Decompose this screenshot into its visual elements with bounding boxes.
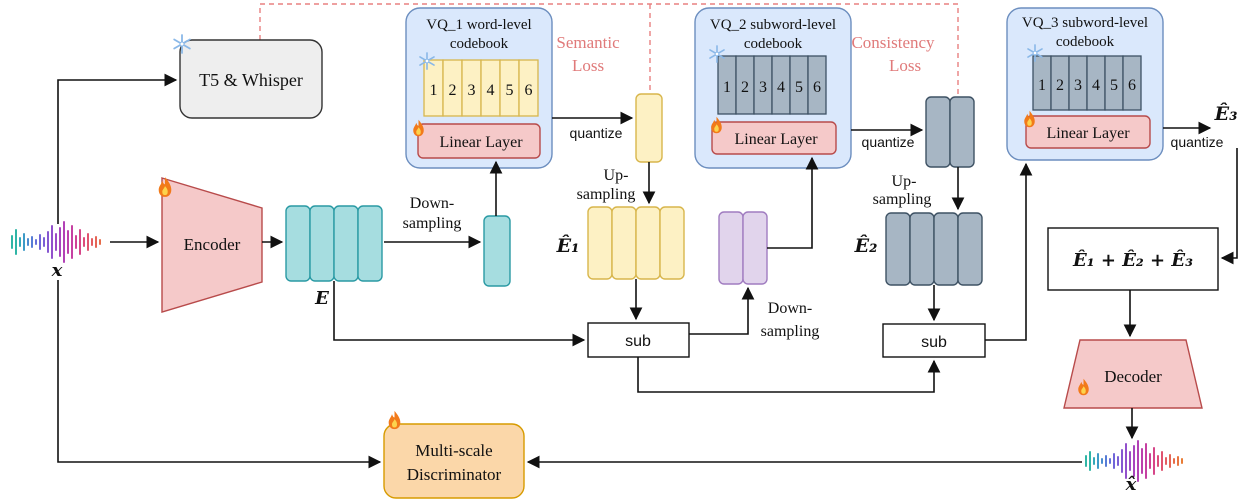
E1-hat-label: Ê₁: [556, 234, 580, 257]
E2-hat-label: Ê₂: [854, 234, 878, 257]
svg-text:1: 1: [430, 82, 438, 99]
E2-hat-embedding: [885, 212, 983, 286]
quantized-2: [925, 96, 975, 168]
downsampling-label-1a: Down-: [410, 195, 454, 212]
upsampling-label-2a: Up-: [892, 173, 917, 190]
svg-text:2: 2: [449, 82, 457, 99]
svg-text:3: 3: [759, 79, 767, 96]
downsampled-E: [483, 215, 511, 287]
svg-text:5: 5: [795, 79, 803, 96]
downsampling-label-2a: Down-: [768, 300, 812, 317]
sub-block-2: [882, 323, 986, 358]
svg-text:5: 5: [1110, 77, 1118, 94]
discriminator-label-1: Multi-scale: [415, 441, 492, 460]
consistency-loss-label-1: Consistency: [851, 33, 935, 52]
svg-text:1: 1: [1038, 77, 1046, 94]
vq3-linear-layer: [1025, 115, 1151, 149]
output-waveform: [1085, 440, 1183, 482]
encoder-label: Encoder: [184, 235, 241, 254]
discriminator-label-2: Discriminator: [407, 465, 502, 484]
downsampling-label-2b: sampling: [761, 323, 820, 340]
decoder-label: Decoder: [1104, 367, 1162, 386]
vq2-linear-layer: [711, 121, 837, 155]
sum-block: [1047, 227, 1219, 291]
sum-expression: Ê₁ + Ê₂ + Ê₃: [1072, 248, 1193, 271]
vq2-title-line1: VQ_2 subword-level: [710, 17, 836, 33]
sub-label-2: sub: [921, 334, 947, 351]
x-hat-label: x̂: [1125, 474, 1137, 495]
vq1-linear-label: Linear Layer: [439, 134, 523, 151]
quantize-label-2: quantize: [862, 134, 915, 150]
discriminator-block: [383, 423, 525, 499]
E1-hat-embedding: [587, 206, 685, 280]
vq3-title-line2: codebook: [1056, 34, 1115, 50]
svg-text:5: 5: [506, 82, 514, 99]
vq3-title-line1: VQ_3 subword-level: [1022, 15, 1148, 31]
upsampling-label-2b: sampling: [873, 191, 932, 208]
embedding-E: [285, 205, 383, 282]
svg-text:4: 4: [777, 79, 785, 96]
upsampling-label-1a: Up-: [604, 167, 629, 184]
input-waveform: [11, 221, 101, 263]
E3-hat-label: Ê₃: [1214, 102, 1238, 125]
svg-text:2: 2: [1056, 77, 1064, 94]
svg-text:6: 6: [525, 82, 533, 99]
decoder-block: [1063, 339, 1203, 409]
flame-icon: [388, 410, 401, 430]
downsampling-label-1b: sampling: [403, 215, 462, 232]
quantize-label-3: quantize: [1171, 134, 1224, 150]
semantic-loss-label-2: Loss: [572, 56, 604, 75]
semantic-loss-dashed-line: [259, 3, 959, 96]
consistency-loss-label-2: Loss: [889, 56, 921, 75]
t5-whisper-label: T5 & Whisper: [199, 70, 303, 90]
svg-text:4: 4: [487, 82, 495, 99]
vq2-codebook: 1 2 3 4 5 6: [717, 55, 827, 115]
encoder-block: [161, 177, 263, 313]
vq3-codebook: 1 2 3 4 5 6: [1032, 55, 1142, 111]
vq1-linear-layer: [417, 123, 541, 159]
vq1-title-line2: codebook: [450, 36, 509, 52]
vq3-linear-label: Linear Layer: [1046, 125, 1130, 142]
upsampling-label-1b: sampling: [577, 186, 636, 203]
svg-text:6: 6: [813, 79, 821, 96]
sub-label-1: sub: [625, 333, 651, 350]
vq1-codebook: 1 2 3 4 5 6: [423, 59, 539, 117]
svg-text:1: 1: [723, 79, 731, 96]
svg-text:3: 3: [468, 82, 476, 99]
svg-text:6: 6: [1128, 77, 1136, 94]
x-label: x: [51, 260, 63, 281]
vq2-title-line2: codebook: [744, 36, 803, 52]
quantize-label-1: quantize: [570, 125, 623, 141]
E-label: E: [314, 288, 329, 309]
svg-text:3: 3: [1074, 77, 1082, 94]
vq1-title-line1: VQ_1 word-level: [426, 17, 531, 33]
sub-block-1: [587, 322, 690, 358]
residual-1-embedding: [718, 211, 768, 285]
svg-text:2: 2: [741, 79, 749, 96]
semantic-loss-label-1: Semantic: [556, 33, 620, 52]
t5-whisper-box: [179, 39, 323, 119]
vq2-linear-label: Linear Layer: [734, 131, 818, 148]
connectors: [57, 73, 1238, 469]
quantized-1: [635, 93, 663, 163]
svg-text:4: 4: [1092, 77, 1100, 94]
